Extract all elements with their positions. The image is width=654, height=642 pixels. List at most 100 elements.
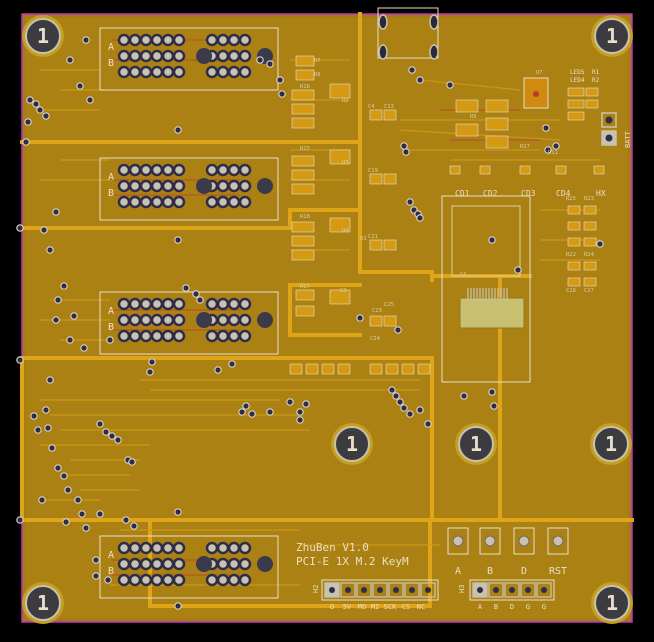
via: [36, 106, 44, 114]
smd-component: [291, 89, 315, 101]
smd-component: [369, 363, 383, 375]
connector-pin: [161, 65, 175, 79]
connector-pin: [238, 163, 252, 177]
mount-hole-drill: [334, 426, 370, 462]
mount-hole-label: 1: [37, 591, 49, 615]
ref-designator: C19: [368, 168, 378, 174]
connector-pin: [139, 573, 153, 587]
ref-designator: R7: [314, 58, 321, 64]
smd-component: [567, 99, 585, 109]
via: [44, 424, 52, 432]
via: [392, 392, 400, 400]
via: [278, 90, 286, 98]
via: [406, 410, 414, 418]
smd-component: [583, 277, 597, 287]
ref-designator: C21: [368, 234, 378, 240]
cd3-label: CD3: [521, 189, 536, 198]
connector-pin: [150, 313, 164, 327]
via: [62, 518, 70, 526]
via: [46, 376, 54, 384]
connector-pin: [128, 297, 142, 311]
h3-pad: [536, 582, 552, 598]
via: [514, 266, 522, 274]
h2-label: H2: [312, 585, 320, 593]
connector-pin: [117, 163, 131, 177]
top-connector-hole: [429, 44, 439, 60]
led4-label: LED4: [570, 77, 585, 84]
ref-designator: R23: [584, 196, 594, 202]
ref-designator: R5: [470, 114, 477, 120]
h2-pin-label: SCK: [384, 603, 397, 611]
button-label: B: [487, 566, 493, 577]
via: [80, 344, 88, 352]
connector-pin: [117, 179, 131, 193]
h3-drill: [525, 587, 531, 593]
via: [266, 408, 274, 416]
connector-pin: [216, 49, 230, 63]
connector-pin: [205, 33, 219, 47]
connector-pin: [238, 179, 252, 193]
ref-designator: R25: [566, 196, 576, 202]
connector-pin: [238, 49, 252, 63]
connector-pin: [205, 573, 219, 587]
ref-designator: R8: [314, 72, 321, 78]
connector-key-hole: [196, 556, 212, 572]
ref-designator: U4: [342, 228, 349, 234]
connector-pin: [117, 313, 131, 327]
via: [128, 458, 136, 466]
module-outline: [441, 195, 531, 383]
mount-hole-label: 1: [606, 24, 618, 48]
cd4-label: CD4: [556, 189, 571, 198]
connector-pin: [238, 33, 252, 47]
ref-designator: R22: [566, 252, 576, 258]
via: [256, 56, 264, 64]
connector-pin: [161, 33, 175, 47]
via: [182, 284, 190, 292]
signal-trace: [419, 79, 521, 91]
via: [296, 408, 304, 416]
connector-pin: [172, 179, 186, 193]
h2-pin-label: 5V: [343, 603, 352, 611]
connector-pin: [205, 329, 219, 343]
ref-designator: R17: [520, 144, 530, 150]
silkscreen: ZhuBen V1.0 PCI-E 1X M.2 KeyM H2 H3 CD1 …: [108, 42, 632, 611]
connector-pin: [227, 557, 241, 571]
h3-outline: [469, 579, 555, 601]
connector-pin: [150, 557, 164, 571]
connector-pin: [216, 541, 230, 555]
chip-u7-marker: [533, 91, 539, 97]
connector-pin: [117, 297, 131, 311]
mount-hole-drill: [594, 585, 630, 621]
via: [148, 358, 156, 366]
connector-pin: [117, 329, 131, 343]
top-connector-hole: [378, 44, 388, 60]
cd1-label: CD1: [455, 189, 470, 198]
via: [42, 406, 50, 414]
via: [24, 118, 32, 126]
board-title: ZhuBen V1.0: [296, 541, 369, 554]
smd-component: [291, 221, 315, 233]
smd-component: [583, 237, 597, 247]
ref-designator: R15: [300, 146, 310, 152]
via: [544, 146, 552, 154]
smd-component: [567, 277, 581, 287]
via: [40, 226, 48, 234]
via: [102, 428, 110, 436]
h2-outline: [321, 579, 439, 601]
module-inner-outline: [451, 205, 521, 277]
via: [96, 420, 104, 428]
mount-hole-drill: [25, 18, 61, 54]
via: [114, 436, 122, 444]
connector-pin: [150, 65, 164, 79]
connector-key-hole: [257, 312, 273, 328]
smd-component: [485, 117, 509, 131]
connector-pin: [161, 573, 175, 587]
mount-hole-drill: [593, 426, 629, 462]
via: [416, 76, 424, 84]
connector-outline: [99, 291, 279, 355]
ref-designator: C28: [566, 288, 576, 294]
connector-pin: [117, 573, 131, 587]
connector-pin: [172, 557, 186, 571]
